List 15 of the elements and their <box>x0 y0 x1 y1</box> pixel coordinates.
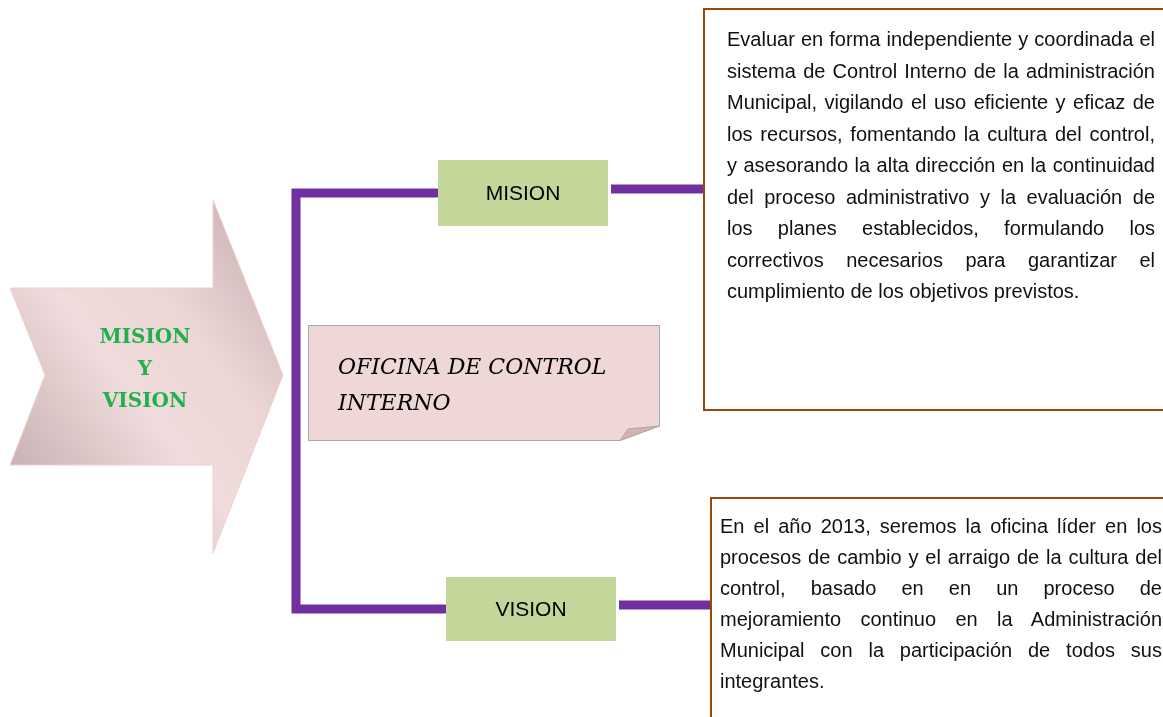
connector-line <box>619 600 710 610</box>
note-text: OFICINA DE CONTROL INTERNO <box>338 353 608 417</box>
label-box <box>438 160 608 226</box>
connector-line <box>291 188 446 614</box>
description-text: Evaluar en forma independiente y coordinada el sistema de Control Interno de la administración Municipal, vigilando el uso eficiente y eficaz de los recursos, fomentando la cultura del control, y asesorando la alta dirección en la continuidad del proceso administrativo y la evaluación de los planes establecidos, formulando los correctivos necesarios para garantizar el cumplimiento de los objetivos previstos. <box>727 27 1155 304</box>
connector-line <box>611 184 703 194</box>
label-box <box>446 577 616 641</box>
box-label: MISION <box>485 181 561 205</box>
note-box <box>308 325 660 441</box>
text-panel <box>710 497 1163 717</box>
description-text: En el año 2013, seremos la oficina líder en los procesos de cambio y el arraigo de la cultura del control, basado en en un proceso de mejoramiento continuo en la Administración Municipal con la participación de todos sus integrantes. <box>720 514 1162 694</box>
arrow-label: MISION Y VISION <box>98 323 192 414</box>
box-label: VISION <box>495 597 567 621</box>
arrow-shape <box>10 200 284 554</box>
text-panel <box>703 8 1163 411</box>
